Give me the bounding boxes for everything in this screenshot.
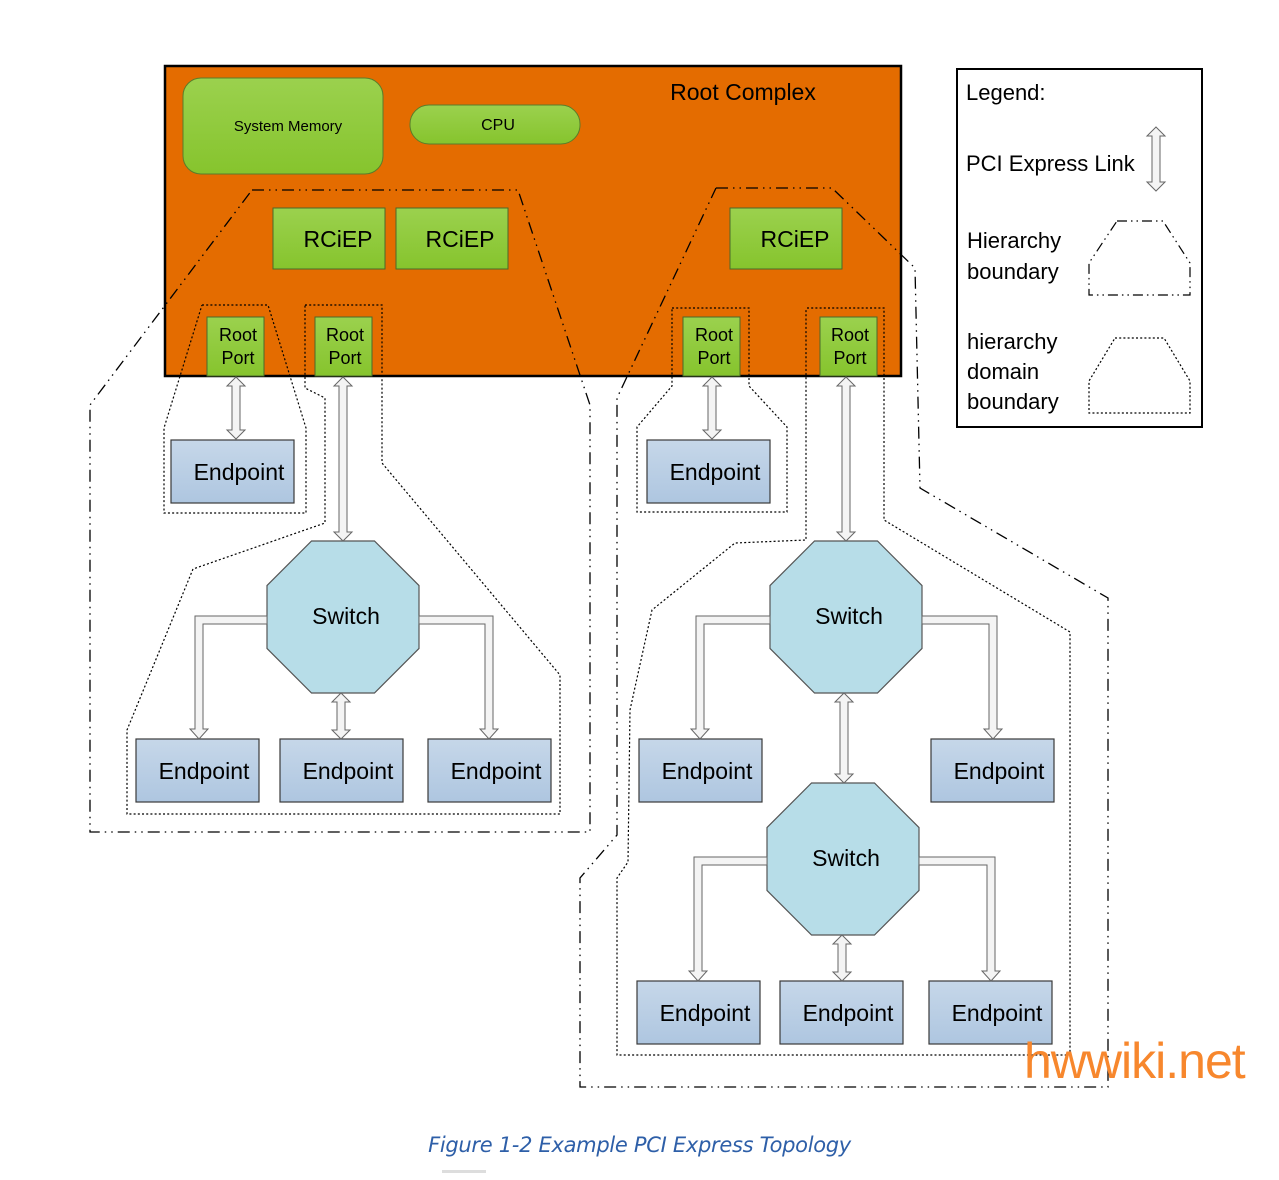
svg-text:Port: Port: [221, 348, 254, 368]
figure-caption: Figure 1-2 Example PCI Express Topology: [428, 1133, 851, 1157]
system-memory-box: [182, 77, 384, 175]
switch-3: Switch: [766, 782, 920, 936]
root-port-1: Root Port: [206, 316, 265, 377]
legend-domain-label-1: hierarchy: [967, 329, 1057, 354]
legend-box: [956, 68, 1203, 428]
link-rp1-endpoint: [225, 376, 247, 440]
link-switch1-endpoint-mid: [330, 692, 352, 740]
endpoint-1: Endpoint: [170, 439, 295, 504]
legend-link-sample: [1145, 126, 1167, 192]
root-port-2: Root Port: [314, 316, 373, 377]
domain-boundary-2: [126, 304, 561, 815]
svg-text:RCiEP: RCiEP: [425, 226, 494, 252]
svg-text:Switch: Switch: [312, 603, 380, 629]
link-switch3-endpoint-mid: [831, 934, 853, 982]
rciep-1: RCiEP: [272, 207, 386, 270]
svg-text:Endpoint: Endpoint: [303, 758, 394, 784]
endpoint-7: Endpoint: [930, 738, 1055, 803]
svg-text:Root: Root: [219, 325, 257, 345]
endpoint-6: Endpoint: [638, 738, 763, 803]
link-switch3-endpoint-left: [687, 856, 768, 982]
legend-domain-boundary-sample: [1088, 337, 1191, 414]
svg-text:Endpoint: Endpoint: [660, 1000, 751, 1026]
svg-text:Endpoint: Endpoint: [954, 758, 1045, 784]
link-switch1-endpoint-right: [418, 615, 500, 740]
endpoint-8: Endpoint: [636, 980, 761, 1045]
hierarchy-boundary-right: [579, 187, 1109, 1088]
svg-text:Endpoint: Endpoint: [662, 758, 753, 784]
endpoint-4: Endpoint: [427, 738, 552, 803]
legend-hierarchy-label-2: boundary: [967, 259, 1059, 284]
link-switch2-endpoint-left: [689, 615, 771, 740]
svg-text:RCiEP: RCiEP: [760, 226, 829, 252]
cpu-label: CPU: [481, 117, 515, 134]
link-switch3-endpoint-right: [918, 856, 1002, 982]
root-port-3: Root Port: [682, 316, 741, 377]
root-port-4: Root Port: [819, 316, 878, 377]
link-switch2-endpoint-right: [921, 615, 1004, 740]
link-rp3-endpoint: [701, 376, 723, 440]
legend-title: Legend:: [966, 80, 1046, 105]
legend-domain-label-2: domain: [967, 359, 1039, 384]
domain-boundary-3: [636, 307, 788, 513]
rciep-3: RCiEP: [729, 207, 843, 270]
svg-text:Endpoint: Endpoint: [159, 758, 250, 784]
legend-hierarchy-boundary-sample: [1088, 220, 1191, 296]
svg-text:Root: Root: [831, 325, 869, 345]
legend-hierarchy-label-1: Hierarchy: [967, 228, 1061, 253]
link-switch1-endpoint-left: [188, 615, 268, 740]
svg-text:Switch: Switch: [815, 603, 883, 629]
domain-boundary-4: [616, 307, 1071, 1056]
switch-2: Switch: [769, 540, 923, 694]
caption-underline: [442, 1170, 486, 1173]
legend-domain-label-3: boundary: [967, 389, 1059, 414]
link-switch2-switch3: [833, 692, 855, 784]
svg-text:Root: Root: [326, 325, 364, 345]
link-rp4-switch2: [835, 376, 857, 542]
endpoint-3: Endpoint: [279, 738, 404, 803]
link-rp2-switch1: [332, 376, 354, 542]
svg-text:Root: Root: [695, 325, 733, 345]
watermark: hwwiki.net: [1024, 1033, 1246, 1089]
svg-text:Endpoint: Endpoint: [194, 459, 285, 485]
svg-text:Port: Port: [697, 348, 730, 368]
svg-text:RCiEP: RCiEP: [303, 226, 372, 252]
svg-text:Switch: Switch: [812, 845, 880, 871]
legend-link-label: PCI Express Link: [966, 151, 1136, 176]
system-memory-label: System Memory: [234, 118, 343, 135]
svg-text:Endpoint: Endpoint: [670, 459, 761, 485]
svg-text:Endpoint: Endpoint: [451, 758, 542, 784]
endpoint-2: Endpoint: [135, 738, 260, 803]
switch-1: Switch: [266, 540, 420, 694]
cpu-box: [409, 104, 581, 145]
endpoint-10: Endpoint: [928, 980, 1053, 1045]
endpoint-9: Endpoint: [779, 980, 904, 1045]
svg-text:Endpoint: Endpoint: [803, 1000, 894, 1026]
svg-text:Port: Port: [328, 348, 361, 368]
rciep-2: RCiEP: [395, 207, 509, 270]
root-complex-title: Root Complex: [670, 79, 816, 105]
svg-text:Port: Port: [833, 348, 866, 368]
svg-text:Endpoint: Endpoint: [952, 1000, 1043, 1026]
endpoint-5: Endpoint: [646, 439, 771, 504]
